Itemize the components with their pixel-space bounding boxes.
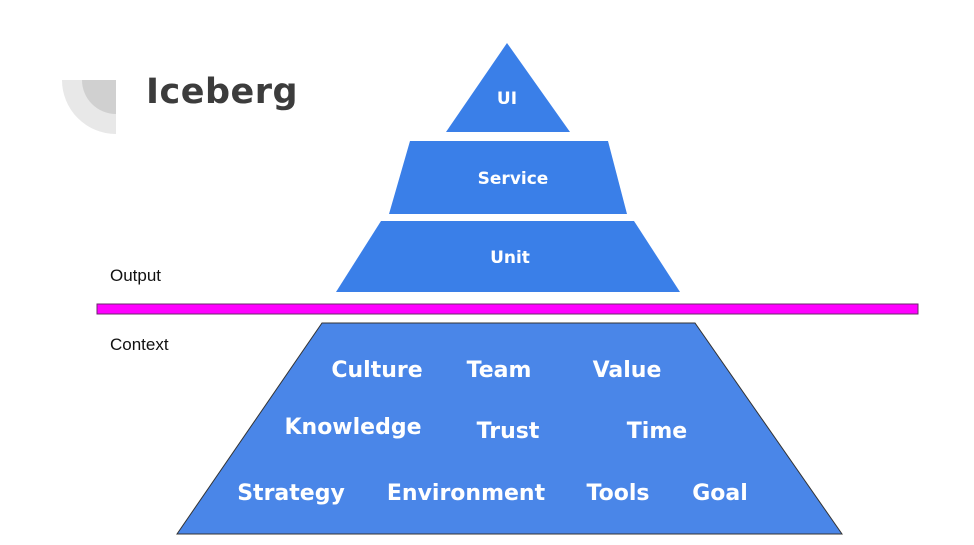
context-trapezoid <box>176 322 843 535</box>
context-item: Team <box>467 358 532 383</box>
context-item: Time <box>627 419 687 444</box>
context-item: Environment <box>387 481 546 506</box>
pyramid-label-service: Service <box>478 169 549 189</box>
decorative-quarter-circle <box>62 80 116 134</box>
pyramid-label-unit: Unit <box>490 248 530 268</box>
context-item: Tools <box>587 481 650 506</box>
pyramid-level-ui <box>446 43 570 132</box>
pyramid-label-ui: UI <box>497 89 517 109</box>
context-item: Trust <box>477 419 540 444</box>
pyramid-level-service <box>389 141 627 214</box>
slide-title: Iceberg <box>146 72 299 112</box>
context-item: Goal <box>692 481 748 506</box>
context-item: Strategy <box>237 481 345 506</box>
pyramid-level-unit <box>336 221 680 292</box>
context-label: Context <box>110 335 169 354</box>
waterline-divider <box>96 303 919 315</box>
output-label: Output <box>110 266 162 285</box>
context-item: Value <box>593 358 662 383</box>
context-item: Knowledge <box>284 415 421 440</box>
context-item: Culture <box>331 358 422 383</box>
